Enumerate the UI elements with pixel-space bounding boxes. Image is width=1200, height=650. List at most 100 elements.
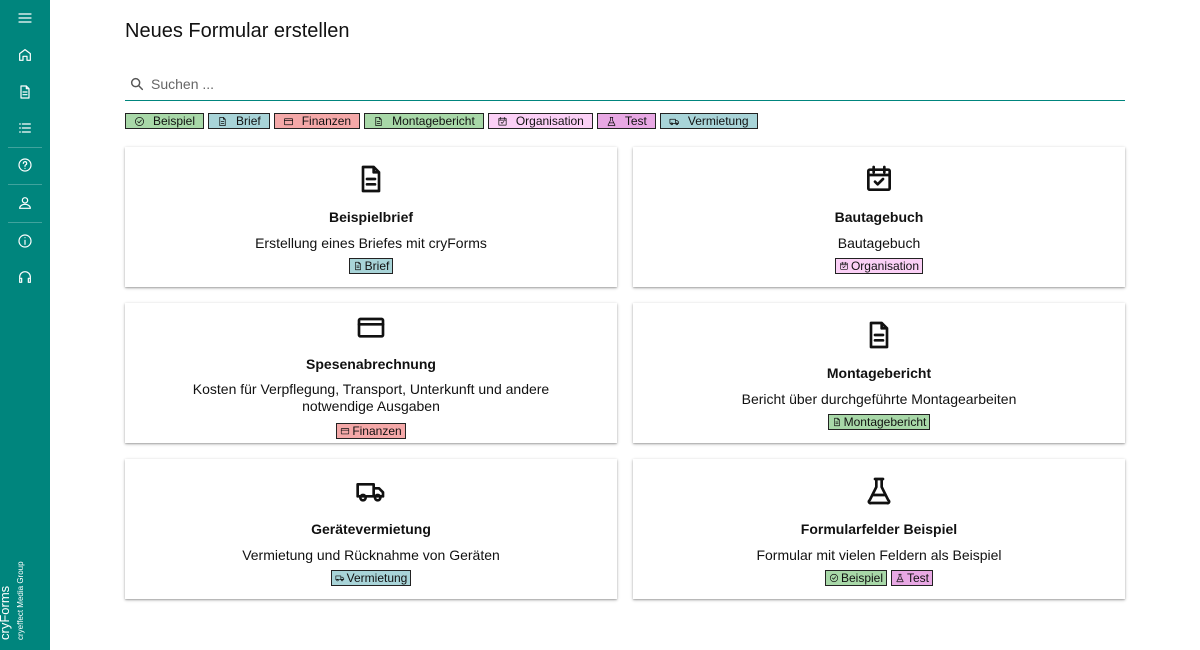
nav-list[interactable] [0,110,50,146]
card-icon [355,475,387,507]
card-description: Erstellung eines Briefes mit cryForms [255,235,487,251]
truck-icon [669,118,679,125]
search-bar [125,68,1125,101]
tag-beispiel: Beispiel [824,570,887,586]
filter-chip-finanzen[interactable]: Finanzen [273,113,361,129]
home-icon [19,49,31,61]
tag-test: Test [891,570,934,586]
truck-icon [356,483,385,502]
calendar-check-icon [840,261,848,270]
filter-chip-beispiel[interactable]: Beispiel [125,113,205,129]
document-icon [361,165,381,193]
nav-help[interactable] [0,147,50,183]
tag-finanzen: Finanzen [336,423,406,439]
card-title: Montagebericht [826,365,932,381]
document-icon [20,85,30,99]
tag-label: Organisation [850,259,920,273]
nav-support[interactable] [0,259,50,295]
filter-chips: Beispiel Brief Finanzen Montagebericht Organ… [125,113,758,129]
filter-chip-label: Test [624,114,647,128]
search-input[interactable] [151,76,1051,92]
tag-label: Brief [364,259,390,273]
card-tags: Montagebericht [633,414,1125,430]
nav-forms[interactable] [0,74,50,110]
card-tags: Finanzen [125,423,617,439]
tag-montagebericht: Montagebericht [827,414,931,430]
help-icon [18,158,32,172]
filter-chip-label: Brief [236,114,261,128]
card-tags: Beispiel Test [633,570,1125,586]
card-title: Gerätevermietung [311,521,431,537]
calendar-check-icon [498,116,507,126]
headset-icon [19,271,31,283]
credit-card-icon [357,317,385,338]
info-icon [18,234,32,248]
tag-label: Montagebericht [843,415,927,429]
brand-subtitle: cryeffect Media Group [16,561,25,640]
check-circle-icon [135,116,144,126]
credit-card-icon [341,428,350,435]
brand-name: cryForms [0,585,12,640]
filter-chip-montagebericht[interactable]: Montagebericht [364,113,484,129]
filter-chip-label: Vermietung [687,114,749,128]
flask-icon [607,116,616,126]
tag-label: Test [907,571,930,585]
card-icon [355,311,387,343]
card-title: Bautagebuch [834,209,924,225]
card-description: Kosten für Verpflegung, Transport, Unter… [192,381,550,414]
filter-chip-label: Organisation [515,114,584,128]
tag-label: Finanzen [352,424,402,438]
card-title: Formularfelder Beispiel [800,521,958,537]
card-description: Vermietung und Rücknahme von Geräten [242,547,500,563]
list-icon [19,123,31,133]
brand: cryForms cryeffect Media Group [0,540,42,640]
calendar-check-icon [867,165,891,191]
tag-organisation: Organisation [834,258,924,274]
filter-chip-label: Beispiel [153,114,196,128]
nav-info[interactable] [0,223,50,259]
search-icon [130,77,144,91]
card-icon [355,163,387,195]
document-icon [869,321,889,349]
user-icon [19,197,31,209]
filter-chip-label: Finanzen [301,114,352,128]
nav-divider [8,222,42,223]
menu-icon [18,13,32,23]
card-icon [863,319,895,351]
tag-label: Vermietung [346,571,408,585]
credit-card-icon [283,117,293,125]
flask-icon [896,573,904,583]
filter-chip-vermietung[interactable]: Vermietung [659,113,758,129]
truck-icon [335,575,344,582]
card-description: Bautagebuch [837,235,921,251]
document-icon [219,116,226,126]
document-icon [833,417,840,427]
nav-divider [8,184,42,185]
filter-chip-organisation[interactable]: Organisation [487,113,593,129]
card-icon [863,475,895,507]
document-icon [375,116,382,126]
tag-label: Beispiel [840,571,883,585]
nav-divider [8,147,42,148]
check-circle-icon [829,573,839,583]
card-tags: Brief [125,258,617,274]
sidebar: cryForms cryeffect Media Group [0,0,50,650]
nav-user[interactable] [0,185,50,221]
card-description: Formular mit vielen Feldern als Beispiel [756,547,1002,563]
card-description: Bericht über durchgeführte Montagearbeit… [741,391,1017,407]
card-title: Beispielbrief [328,209,414,225]
filter-chip-label: Montagebericht [392,114,475,128]
nav-home[interactable] [0,37,50,73]
document-icon [354,261,361,271]
filter-chip-test[interactable]: Test [596,113,656,129]
page-title: Neues Formular erstellen [125,20,350,42]
filter-chip-brief[interactable]: Brief [208,113,270,129]
tag-vermietung: Vermietung [330,570,412,586]
menu-button[interactable] [0,0,50,36]
